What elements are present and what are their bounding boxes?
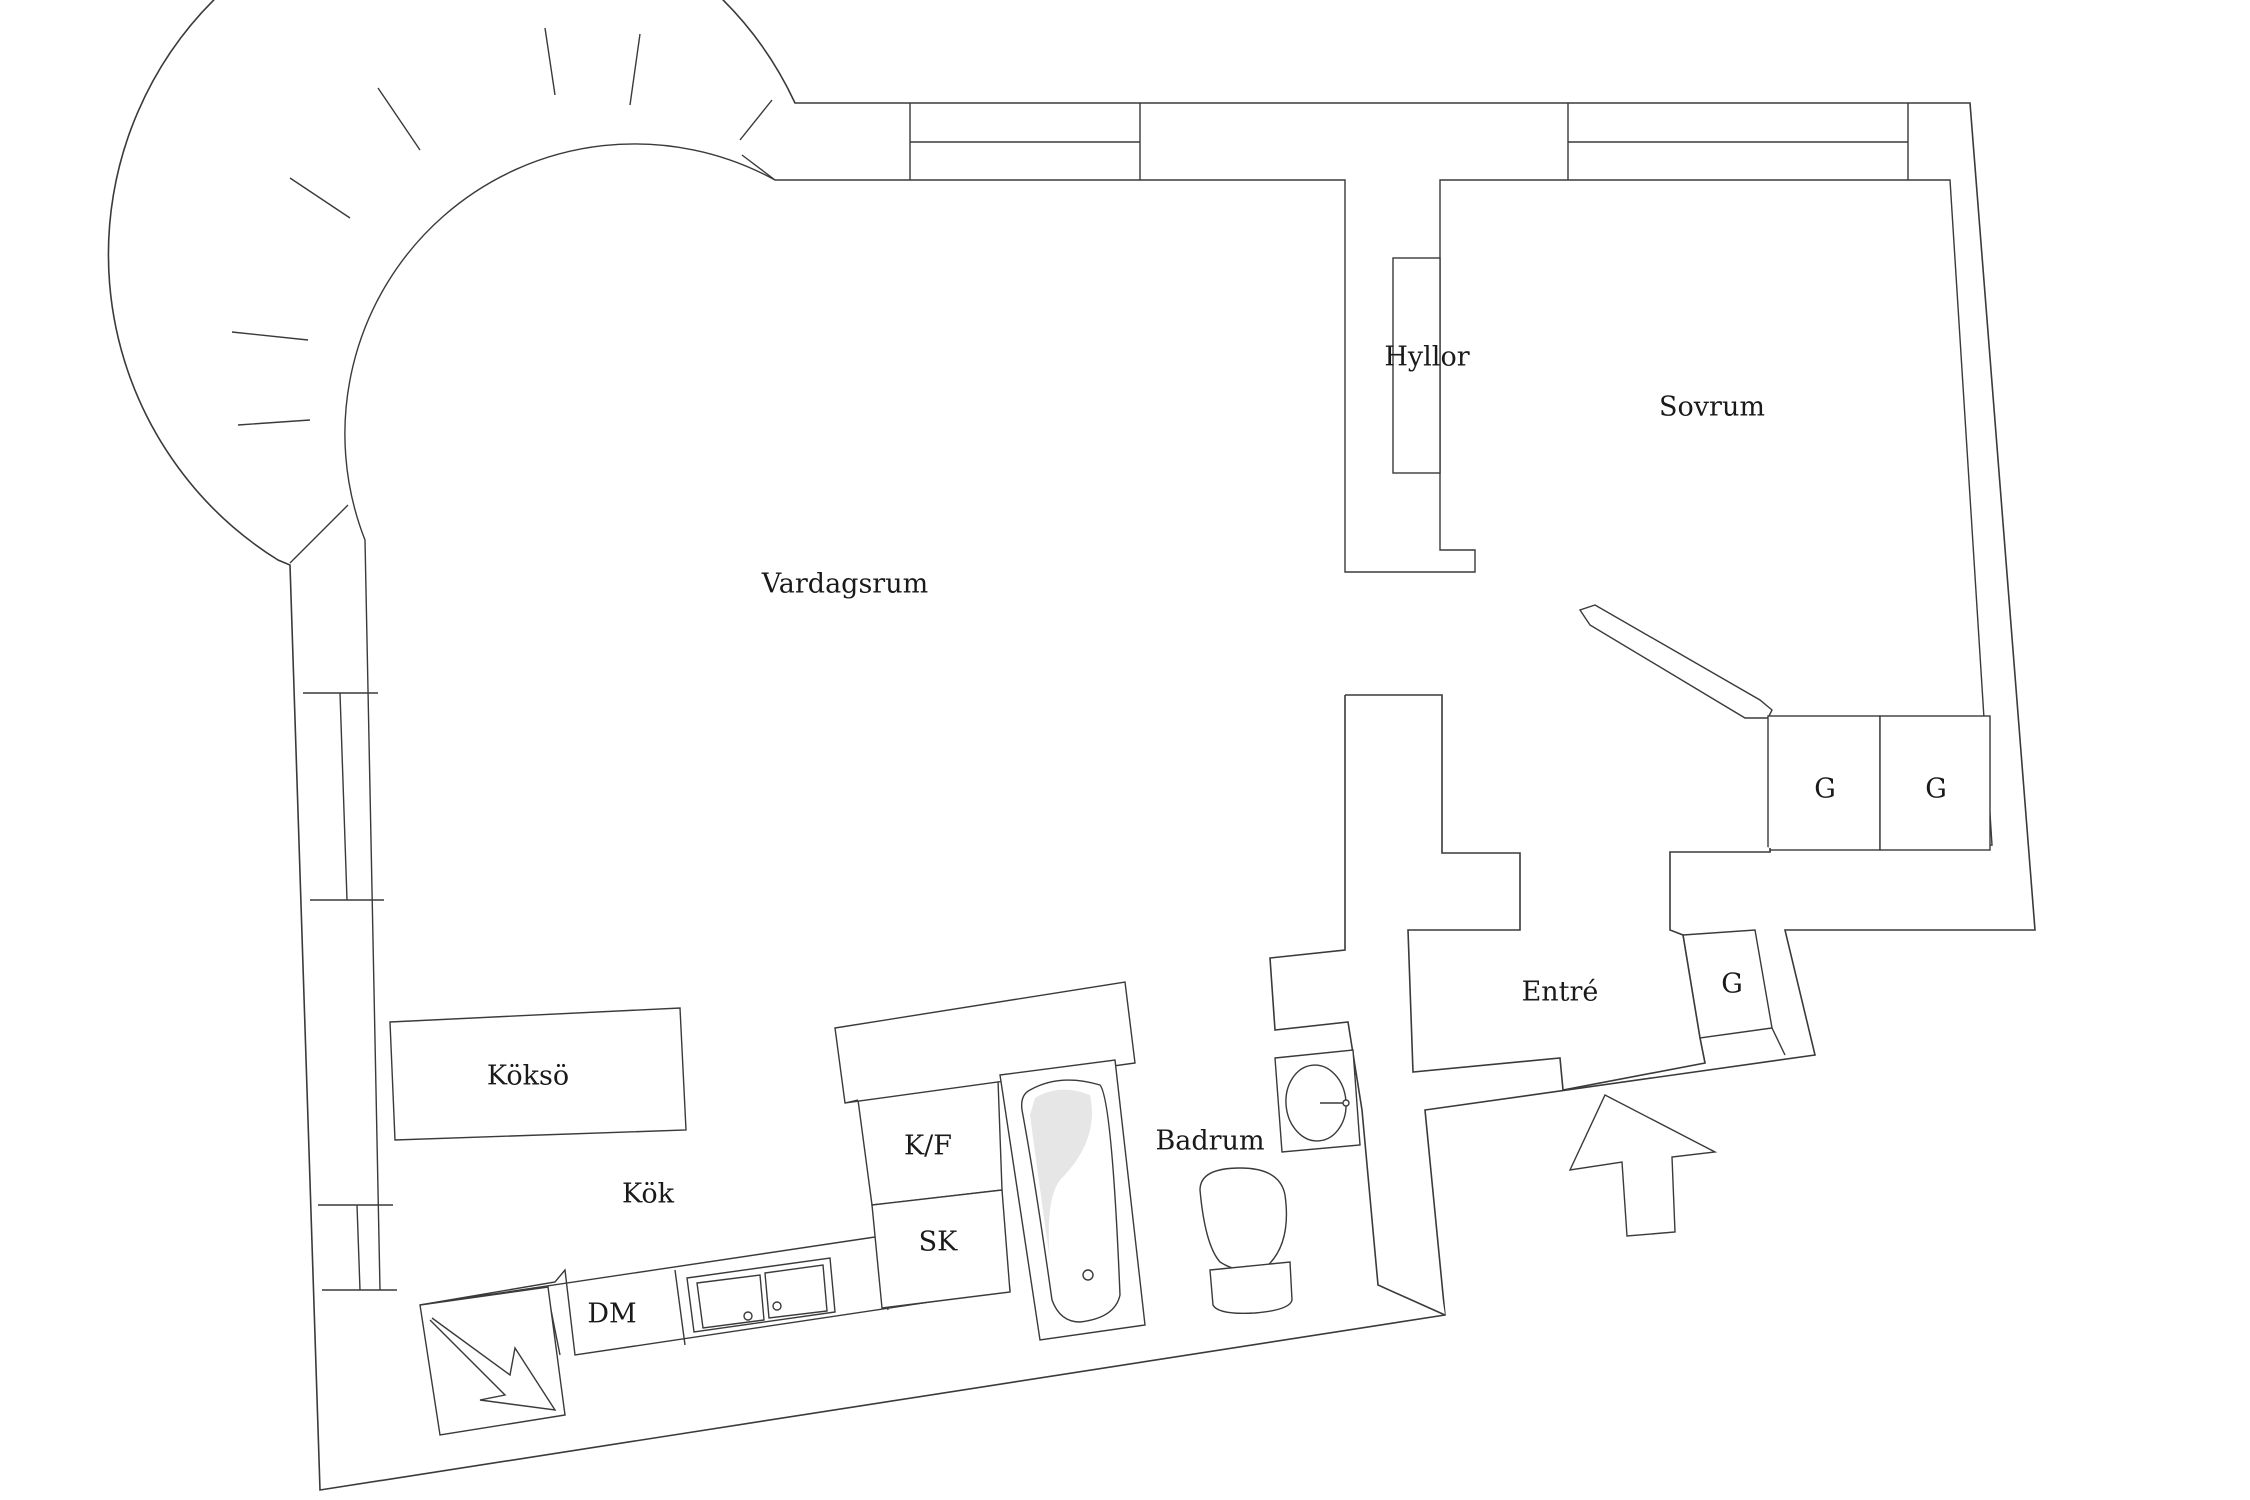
window-left-lower (318, 1204, 397, 1291)
label-badrum: Badrum (1155, 1126, 1264, 1157)
window-left-upper (303, 692, 384, 901)
bathtub-icon (999, 1059, 1146, 1341)
window-top-right (1567, 103, 1909, 180)
washbasin-icon (1274, 1049, 1361, 1153)
label-g3: G (1721, 969, 1743, 1000)
wardrobe-g1 (1767, 715, 1881, 851)
toilet-icon (1199, 1167, 1293, 1315)
shelf-hyllor (1392, 257, 1441, 474)
label-kf: K/F (904, 1131, 952, 1162)
sovrum-partition (1578, 604, 1773, 719)
label-kok: Kök (622, 1179, 675, 1210)
double-sink-icon (686, 1257, 836, 1333)
label-vardagsrum: Vardagsrum (761, 569, 928, 600)
bay-segments (231, 27, 776, 564)
entrance-arrow-icon (1568, 1094, 1718, 1237)
kitchen-wall-divider (844, 1099, 859, 1104)
cabinet-sk (871, 1189, 1011, 1309)
bath-wall (1269, 695, 1446, 1316)
label-sovrum: Sovrum (1659, 392, 1765, 423)
label-dm: DM (587, 1299, 636, 1330)
bay-inner-arc (344, 143, 776, 1291)
label-hyllor: Hyllor (1384, 342, 1469, 373)
window-top-left (909, 103, 1141, 180)
label-koksö: Köksö (487, 1061, 569, 1092)
label-g1: G (1814, 774, 1836, 805)
wardrobe-g2 (1879, 715, 1991, 851)
chimney-icon (419, 1286, 566, 1436)
kitchen-island (389, 1007, 687, 1141)
chimney-symbol (429, 1317, 557, 1411)
label-sk: SK (919, 1227, 958, 1258)
hall-wall (1345, 694, 1771, 1091)
label-g2: G (1925, 774, 1947, 805)
label-entre: Entré (1522, 977, 1599, 1008)
